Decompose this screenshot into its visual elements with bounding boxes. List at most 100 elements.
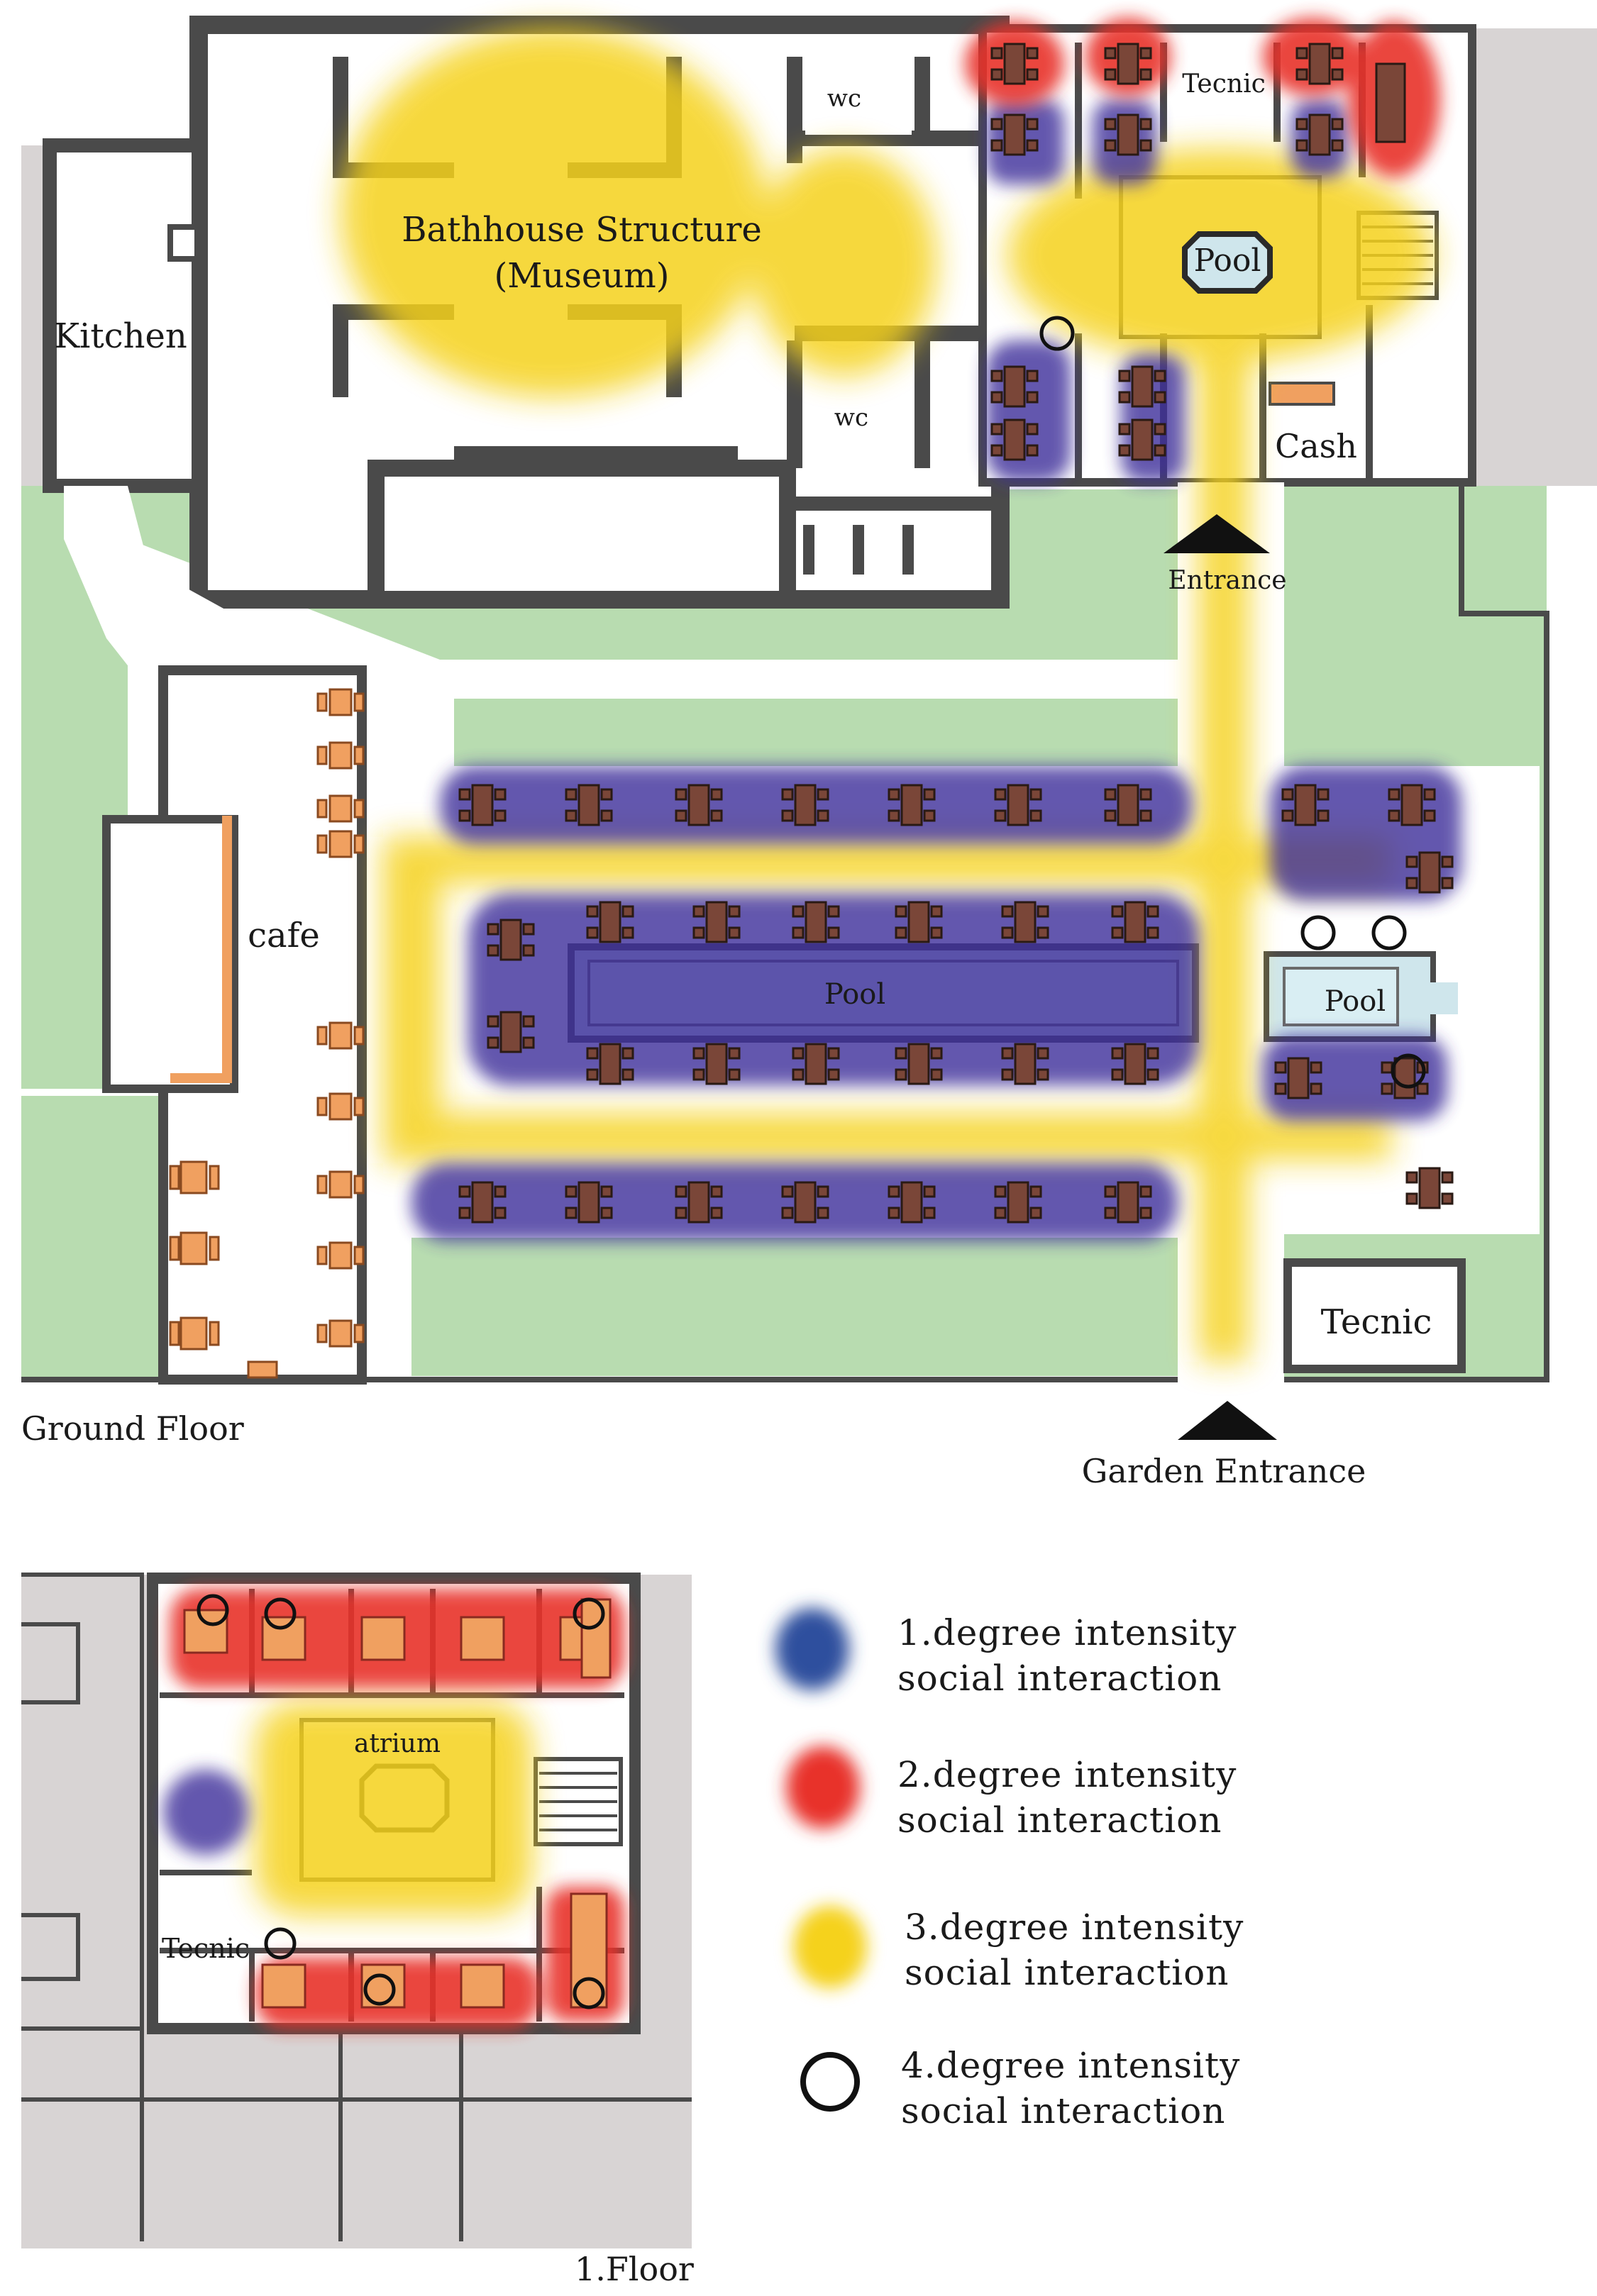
chair xyxy=(586,926,599,939)
first-floor-plan: atrium Tecnic 1.Floor xyxy=(21,1573,694,2288)
chair xyxy=(1139,118,1152,131)
legend xyxy=(775,1608,867,2112)
chair xyxy=(792,1047,805,1060)
table xyxy=(1007,784,1029,826)
garden-bottom xyxy=(411,1238,1178,1376)
museum-south-wing xyxy=(368,460,796,608)
chair xyxy=(895,1047,907,1060)
chair xyxy=(458,809,471,822)
chair xyxy=(930,1047,943,1060)
chair xyxy=(458,1207,471,1219)
chair xyxy=(621,1047,634,1060)
chair xyxy=(1146,1068,1159,1081)
cafe-chair xyxy=(353,799,365,819)
right-pool-label: Pool xyxy=(1325,985,1386,1018)
first-floor-atrium-label: atrium xyxy=(354,1729,441,1758)
chair xyxy=(1029,1185,1042,1198)
chair xyxy=(1154,423,1166,436)
chair xyxy=(710,1207,723,1219)
entrance-arrow xyxy=(1164,514,1270,553)
cafe-table xyxy=(328,830,353,858)
chair xyxy=(586,1047,599,1060)
legend-item-3-line1: 3.degree intensity xyxy=(905,1907,1244,1948)
table xyxy=(1003,365,1026,408)
long-desk xyxy=(580,1598,612,1679)
chair xyxy=(1001,905,1014,918)
table xyxy=(705,1043,728,1085)
legend-item-1-line1: 1.degree intensity xyxy=(897,1612,1237,1653)
cafe-table xyxy=(328,741,353,770)
table xyxy=(1003,113,1026,156)
chair xyxy=(621,1068,634,1081)
chair xyxy=(710,788,723,801)
chair xyxy=(1405,1171,1418,1184)
desk xyxy=(460,1616,505,1661)
table xyxy=(1308,113,1331,156)
chair xyxy=(817,788,829,801)
chair xyxy=(1331,68,1344,81)
cafe-chair xyxy=(316,1246,328,1265)
chair xyxy=(792,905,805,918)
chair xyxy=(895,1068,907,1081)
chair xyxy=(1139,1185,1152,1198)
chair xyxy=(586,1068,599,1081)
first-floor-heat-blue xyxy=(163,1770,248,1855)
chair xyxy=(728,1047,741,1060)
cafe-chair xyxy=(169,1236,180,1261)
garden-entrance-arrow xyxy=(1178,1401,1277,1440)
chair xyxy=(1274,1082,1287,1095)
legend-item-4-line1: 4.degree intensity xyxy=(901,2045,1241,2086)
wc-top-label: wc xyxy=(827,84,861,113)
chair xyxy=(1139,68,1152,81)
chair xyxy=(781,1207,794,1219)
chair xyxy=(522,1036,535,1049)
legend-item-2-line2: social interaction xyxy=(897,1799,1222,1841)
table xyxy=(1400,784,1423,826)
table xyxy=(578,784,600,826)
cafe-table xyxy=(179,1231,208,1265)
cafe-chair xyxy=(316,799,328,819)
cafe-table xyxy=(328,794,353,823)
chair xyxy=(1405,855,1418,868)
table xyxy=(1014,901,1037,943)
desk xyxy=(261,1963,306,2009)
cafe-table xyxy=(328,1319,353,1348)
garden-left-lower xyxy=(21,1096,163,1380)
atrium-pool xyxy=(1182,231,1273,294)
chair xyxy=(930,905,943,918)
chair xyxy=(487,944,499,957)
chair xyxy=(895,905,907,918)
cafe-table xyxy=(179,1160,208,1194)
chair xyxy=(1405,877,1418,889)
chair xyxy=(1118,391,1131,404)
cafe-table xyxy=(179,1316,208,1351)
legend-item-4: 4.degree intensity social interaction xyxy=(901,2043,1240,2134)
cafe-chair xyxy=(316,834,328,854)
chair xyxy=(888,788,900,801)
table xyxy=(687,1181,710,1224)
table xyxy=(1393,1057,1416,1099)
cafe-chair xyxy=(169,1165,180,1190)
desk xyxy=(183,1609,228,1654)
chair xyxy=(1037,1068,1049,1081)
chair xyxy=(728,926,741,939)
chair xyxy=(1111,1068,1124,1081)
wc-top-room xyxy=(805,64,912,135)
first-floor-tecnic-label: Tecnic xyxy=(162,1933,250,1964)
bathhouse-label-1: Bathhouse Structure xyxy=(402,210,762,250)
table xyxy=(794,784,817,826)
wc-bottom-label: wc xyxy=(834,404,868,432)
chair xyxy=(600,1185,613,1198)
chair xyxy=(1111,1047,1124,1060)
cafe-chair xyxy=(209,1165,220,1190)
furniture-cafe xyxy=(169,688,365,1379)
chair xyxy=(1295,68,1308,81)
chair xyxy=(990,68,1003,81)
cafe-table xyxy=(328,688,353,716)
chair xyxy=(1310,1082,1322,1095)
chair xyxy=(1001,1047,1014,1060)
table xyxy=(1014,1043,1037,1085)
table xyxy=(907,1043,930,1085)
legend-item-2: 2.degree intensity social interaction xyxy=(897,1752,1237,1843)
chair xyxy=(792,926,805,939)
